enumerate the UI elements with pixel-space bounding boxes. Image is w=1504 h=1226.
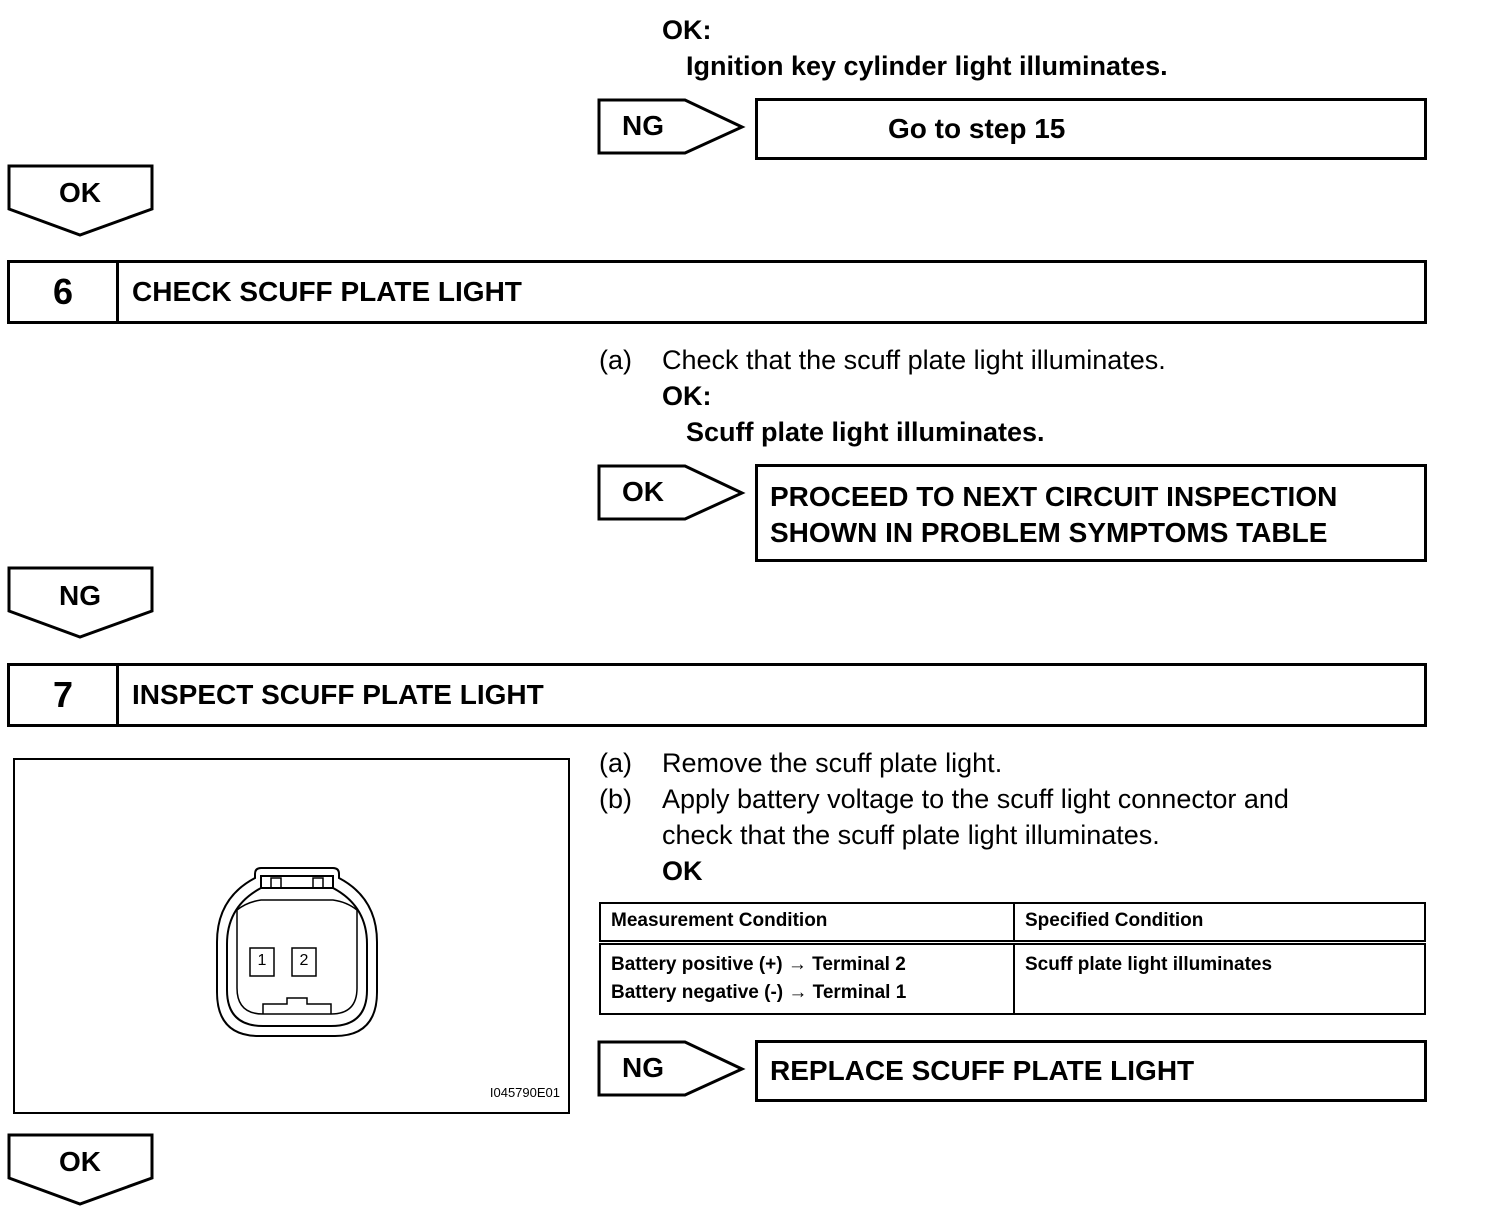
step6-ok-result-box: PROCEED TO NEXT CIRCUIT INSPECTION SHOWN…	[755, 464, 1427, 562]
step6-ok-result-line1: PROCEED TO NEXT CIRCUIT INSPECTION	[770, 481, 1338, 512]
step6-down-label: NG	[59, 580, 101, 611]
cell-measurement: Battery positive (+) → Terminal 2 Batter…	[599, 941, 1015, 1015]
table-header-row: Measurement Condition Specified Conditio…	[599, 902, 1426, 945]
terminal-2-label: 2	[299, 952, 309, 969]
step7-number: 7	[10, 666, 119, 724]
step6-header: 6 CHECK SCUFF PLATE LIGHT	[7, 260, 1427, 324]
step5-ng-result-box: Go to step 15	[755, 98, 1427, 160]
step7-item-a-text: Remove the scuff plate light.	[662, 748, 1003, 778]
measurement-line1: Battery positive (+) → Terminal 2	[611, 954, 906, 975]
step7-header: 7 INSPECT SCUFF PLATE LIGHT	[7, 663, 1427, 727]
step5-ok-heading: OK:	[662, 15, 712, 45]
step7-ng-result-box: REPLACE SCUFF PLATE LIGHT	[755, 1040, 1427, 1102]
step6-item-a-text: Check that the scuff plate light illumin…	[662, 345, 1166, 375]
table-row: Battery positive (+) → Terminal 2 Batter…	[599, 941, 1426, 1015]
cell-specified: Scuff plate light illuminates	[1013, 941, 1426, 1015]
step7-down-label: OK	[59, 1146, 101, 1177]
step7-item-b-line2: check that the scuff plate light illumin…	[662, 820, 1160, 850]
step7-item-b-label: (b)	[599, 784, 632, 814]
step6-ok-label: OK	[622, 476, 664, 507]
step7-ng-result-text: REPLACE SCUFF PLATE LIGHT	[770, 1055, 1195, 1086]
step6-item-a-label: (a)	[599, 345, 632, 375]
connector-drawing	[216, 867, 378, 1037]
measurement-line2: Battery negative (-) → Terminal 1	[611, 982, 907, 1003]
step7-item-a-label: (a)	[599, 748, 632, 778]
step5-down-label: OK	[59, 177, 101, 208]
step5-ng-result-text: Go to step 15	[888, 113, 1066, 144]
step7-ng-label: NG	[622, 1052, 664, 1083]
step5-ng-arrow-tag	[597, 98, 746, 155]
step7-item-b-line1: Apply battery voltage to the scuff light…	[662, 784, 1289, 814]
step6-ng-down-arrow	[7, 566, 154, 639]
terminal-1-label: 1	[257, 952, 267, 969]
step6-number: 6	[10, 263, 119, 321]
spec-table: Measurement Condition Specified Conditio…	[599, 902, 1426, 1015]
step5-ok-down-arrow	[7, 164, 154, 237]
step6-ok-heading: OK:	[662, 381, 712, 411]
step6-ok-criteria: Scuff plate light illuminates.	[686, 417, 1045, 447]
header-specified-condition: Specified Condition	[1013, 902, 1426, 945]
step7-ng-arrow-tag	[597, 1040, 746, 1097]
header-measurement-condition: Measurement Condition	[599, 902, 1015, 945]
step5-ng-label: NG	[622, 110, 664, 141]
step7-title: INSPECT SCUFF PLATE LIGHT	[132, 679, 544, 710]
connector-figure: 1 2 I045790E01	[13, 758, 570, 1114]
step5-ok-criteria: Ignition key cylinder light illuminates.	[686, 51, 1168, 81]
step6-ok-arrow-tag	[597, 464, 746, 521]
figure-code: I045790E01	[489, 1085, 560, 1100]
step7-ok-down-arrow	[7, 1133, 154, 1206]
step6-title: CHECK SCUFF PLATE LIGHT	[132, 276, 522, 307]
step7-ok-heading: OK	[662, 856, 703, 886]
step6-ok-result-line2: SHOWN IN PROBLEM SYMPTOMS TABLE	[770, 517, 1328, 548]
